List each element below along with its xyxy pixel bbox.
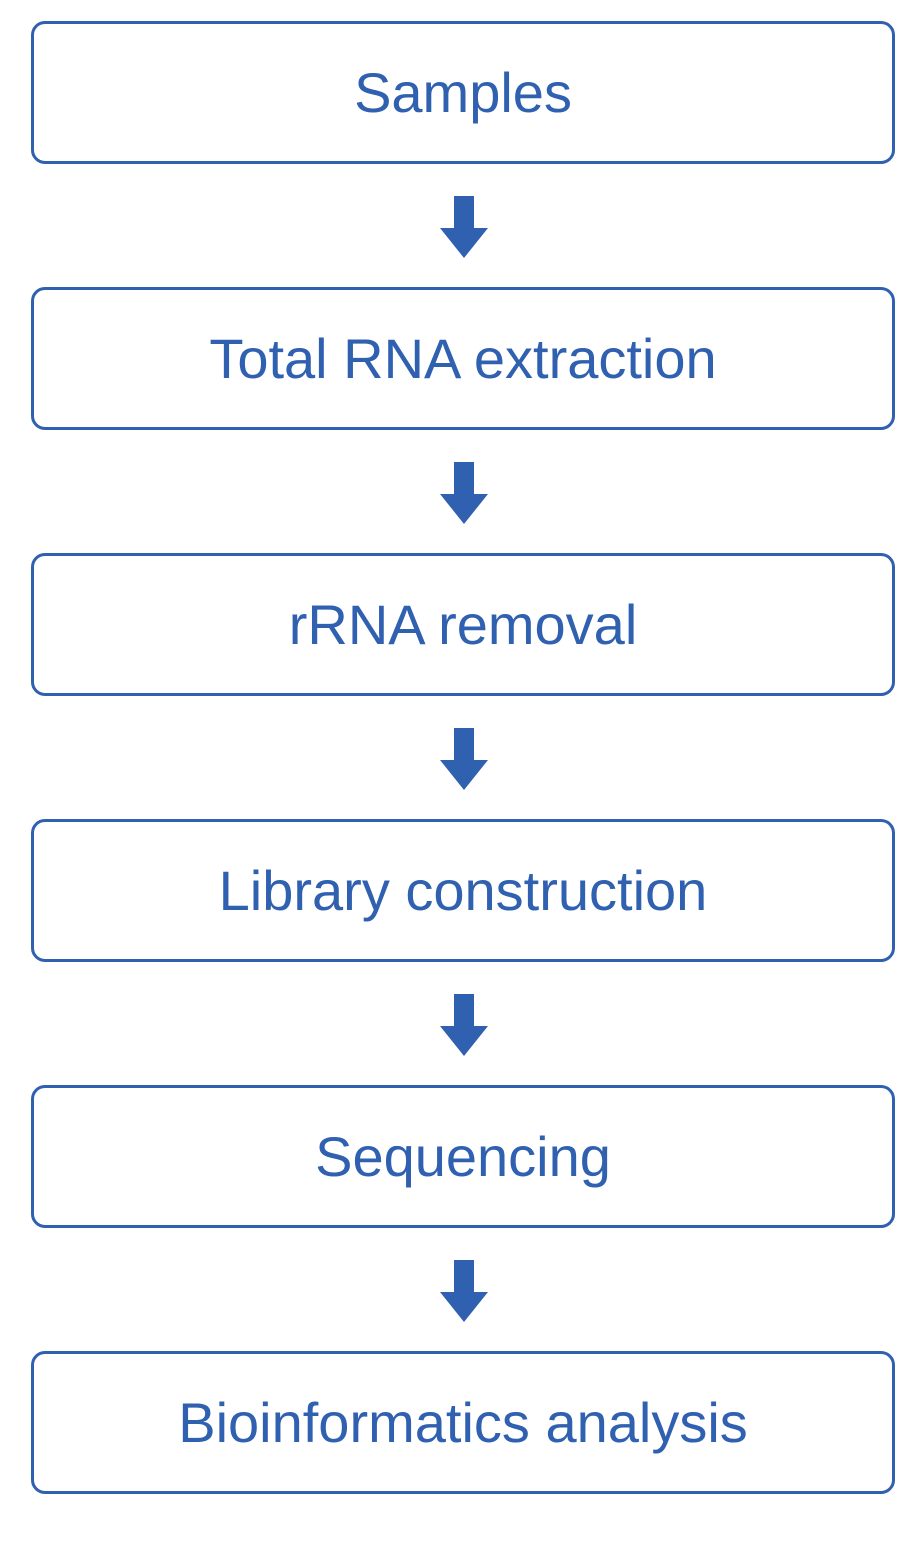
step-rrna-removal: rRNA removal xyxy=(31,553,895,696)
step-label: Samples xyxy=(354,60,572,124)
step-library-construction: Library construction xyxy=(31,819,895,962)
step-label: Total RNA extraction xyxy=(209,326,717,390)
step-label: Sequencing xyxy=(315,1124,611,1188)
arrow-down-icon xyxy=(440,1260,488,1322)
step-samples: Samples xyxy=(31,21,895,164)
step-label: Library construction xyxy=(218,858,708,922)
step-bioinformatics-analysis: Bioinformatics analysis xyxy=(31,1351,895,1494)
arrow-down-icon xyxy=(440,728,488,790)
step-label: Bioinformatics analysis xyxy=(178,1390,748,1454)
arrow-down-icon xyxy=(440,462,488,524)
step-sequencing: Sequencing xyxy=(31,1085,895,1228)
arrow-down-icon xyxy=(440,994,488,1056)
step-total-rna-extraction: Total RNA extraction xyxy=(31,287,895,430)
arrow-down-icon xyxy=(440,196,488,258)
step-label: rRNA removal xyxy=(288,592,638,656)
